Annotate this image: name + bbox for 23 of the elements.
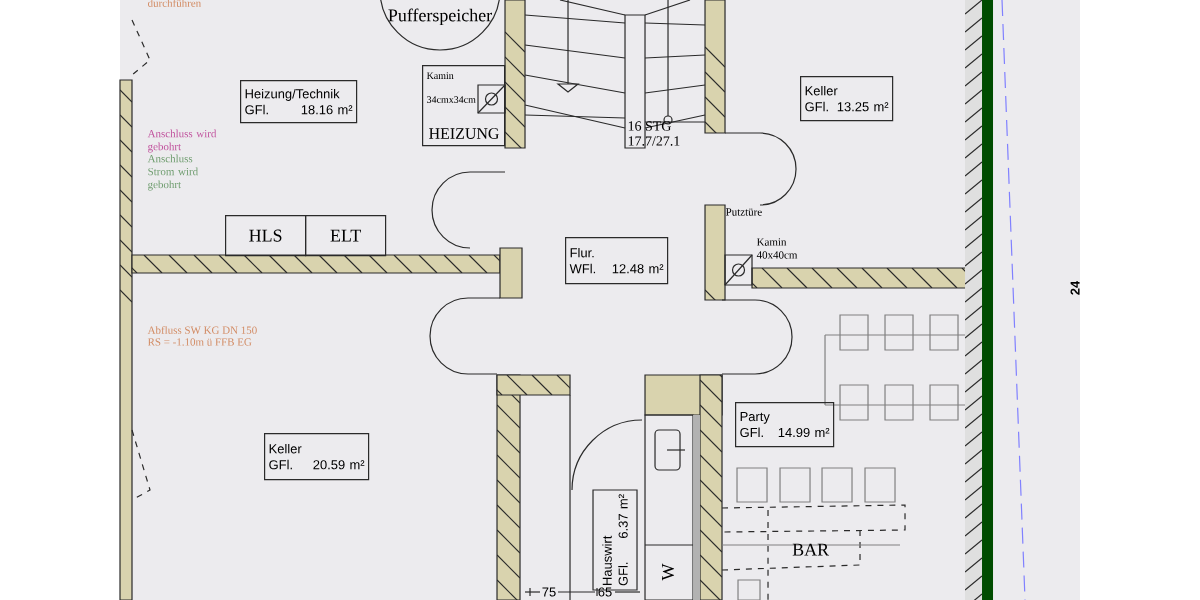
- stair-label: 17.7/27.1: [628, 136, 680, 146]
- note-text: durchführen: [148, 0, 201, 7]
- bar-label: BAR: [792, 543, 830, 556]
- room-label-box: Heizung/Technik GFl. 18.16 m²: [240, 80, 358, 124]
- note-text: RS = -1.10m ü FFB EG: [147, 338, 252, 346]
- room-label-box: Flur. WFl. 12.48 m²: [565, 237, 669, 285]
- note-text: Putztüre: [725, 208, 762, 216]
- note-text: Abfluss SW KG DN 150: [147, 326, 257, 334]
- note-text: Anschluss Strom wird gebohrt: [147, 154, 198, 191]
- dimension-label: 75: [542, 587, 556, 597]
- installation-box: HLS: [225, 215, 307, 257]
- note-text: Anschluss wird gebohrt: [147, 129, 217, 153]
- puffer-storage-tank: Pufferspeicher: [379, 0, 501, 51]
- note-text: Kamin: [756, 238, 787, 246]
- room-label-box: Keller GFl. 13.25 m²: [800, 76, 894, 122]
- room-label-box: Party GFl. 14.99 m²: [735, 402, 835, 448]
- room-label-box: Keller GFl. 20.59 m²: [264, 433, 370, 481]
- stair-label: 16 STG: [628, 121, 671, 131]
- fixture-label: W: [662, 563, 675, 581]
- installation-box: ELT: [305, 215, 387, 257]
- boiler-room-box: Kamin 34cmx34cm HEIZUNG: [422, 65, 506, 147]
- note-text: 40x40cm: [756, 251, 798, 259]
- sheet-number: 24: [1070, 280, 1080, 295]
